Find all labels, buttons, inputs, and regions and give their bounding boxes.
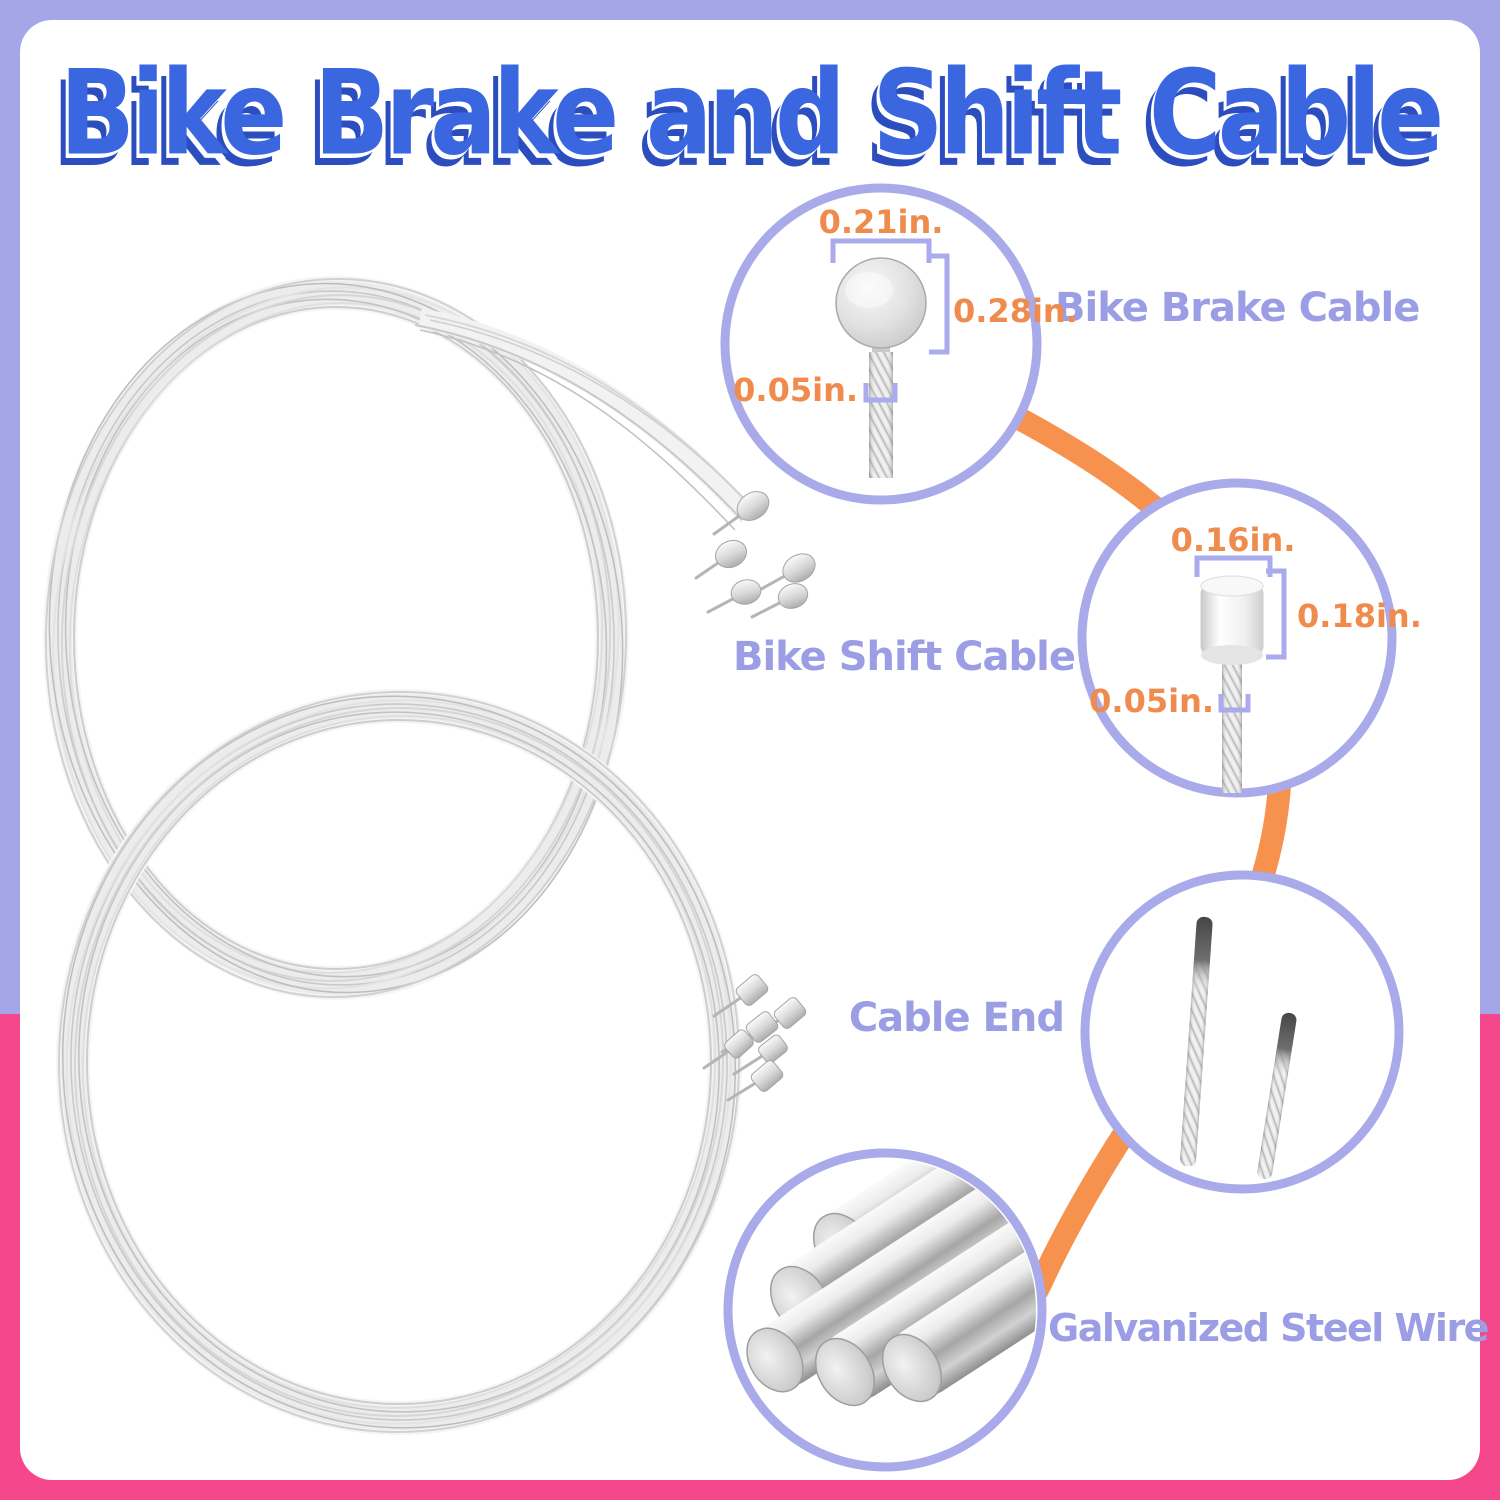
brake-wire-diameter-measurement: 0.05in. [733,371,858,409]
label-bike-brake-cable: Bike Brake Cable [1055,285,1420,331]
shift-head-width-measurement: 0.16in. [1170,521,1296,559]
bike-cable-coil-top [43,276,629,1000]
label-cable-end: Cable End [848,995,1065,1041]
brake-dimension-brackets [830,238,950,403]
bike-cable-coil-bottom [56,689,742,1435]
brake-head-height-measurement: 0.28in. [953,292,1078,330]
page-title: Bike Brake and Shift Cable [59,46,1445,182]
brake-nipple-cluster [694,491,816,619]
shift-wire-diameter-measurement: 0.05in. [1089,682,1214,720]
callout-circle-cable-end [1080,870,1404,1194]
brake-cable-head-illustration [835,257,927,478]
brake-head-width-measurement: 0.21in. [818,203,944,241]
shift-nipple-cluster [702,974,807,1102]
frayed-cable-ends-illustration [1180,916,1297,1180]
brake-cable-tail-strands [414,308,761,531]
label-galvanized-steel-wire: Galvanized Steel Wire [1048,1306,1489,1350]
shift-head-height-measurement: 0.18in. [1297,597,1422,635]
shift-dimension-brackets [1194,555,1287,713]
shift-cable-head-illustration [1200,575,1264,793]
label-bike-shift-cable: Bike Shift Cable [732,634,1076,680]
